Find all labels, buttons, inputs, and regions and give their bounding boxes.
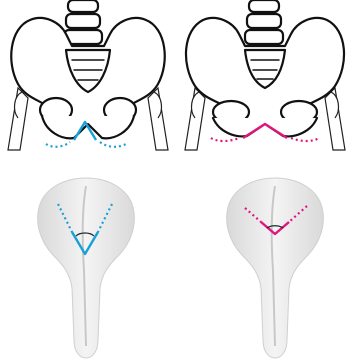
femur-left	[185, 88, 205, 150]
pelvis-illustration-narrow	[0, 0, 177, 170]
pelvis-illustration-wide	[177, 0, 354, 170]
spine-vertebrae	[245, 0, 283, 44]
saddle-illustration-narrow	[0, 170, 177, 362]
pubic-arch	[213, 118, 317, 136]
spine-vertebrae	[64, 0, 102, 44]
femur-right	[325, 88, 345, 150]
femur-right	[148, 88, 168, 150]
saddle-illustration-wide	[177, 170, 354, 362]
femur-left	[8, 88, 28, 150]
